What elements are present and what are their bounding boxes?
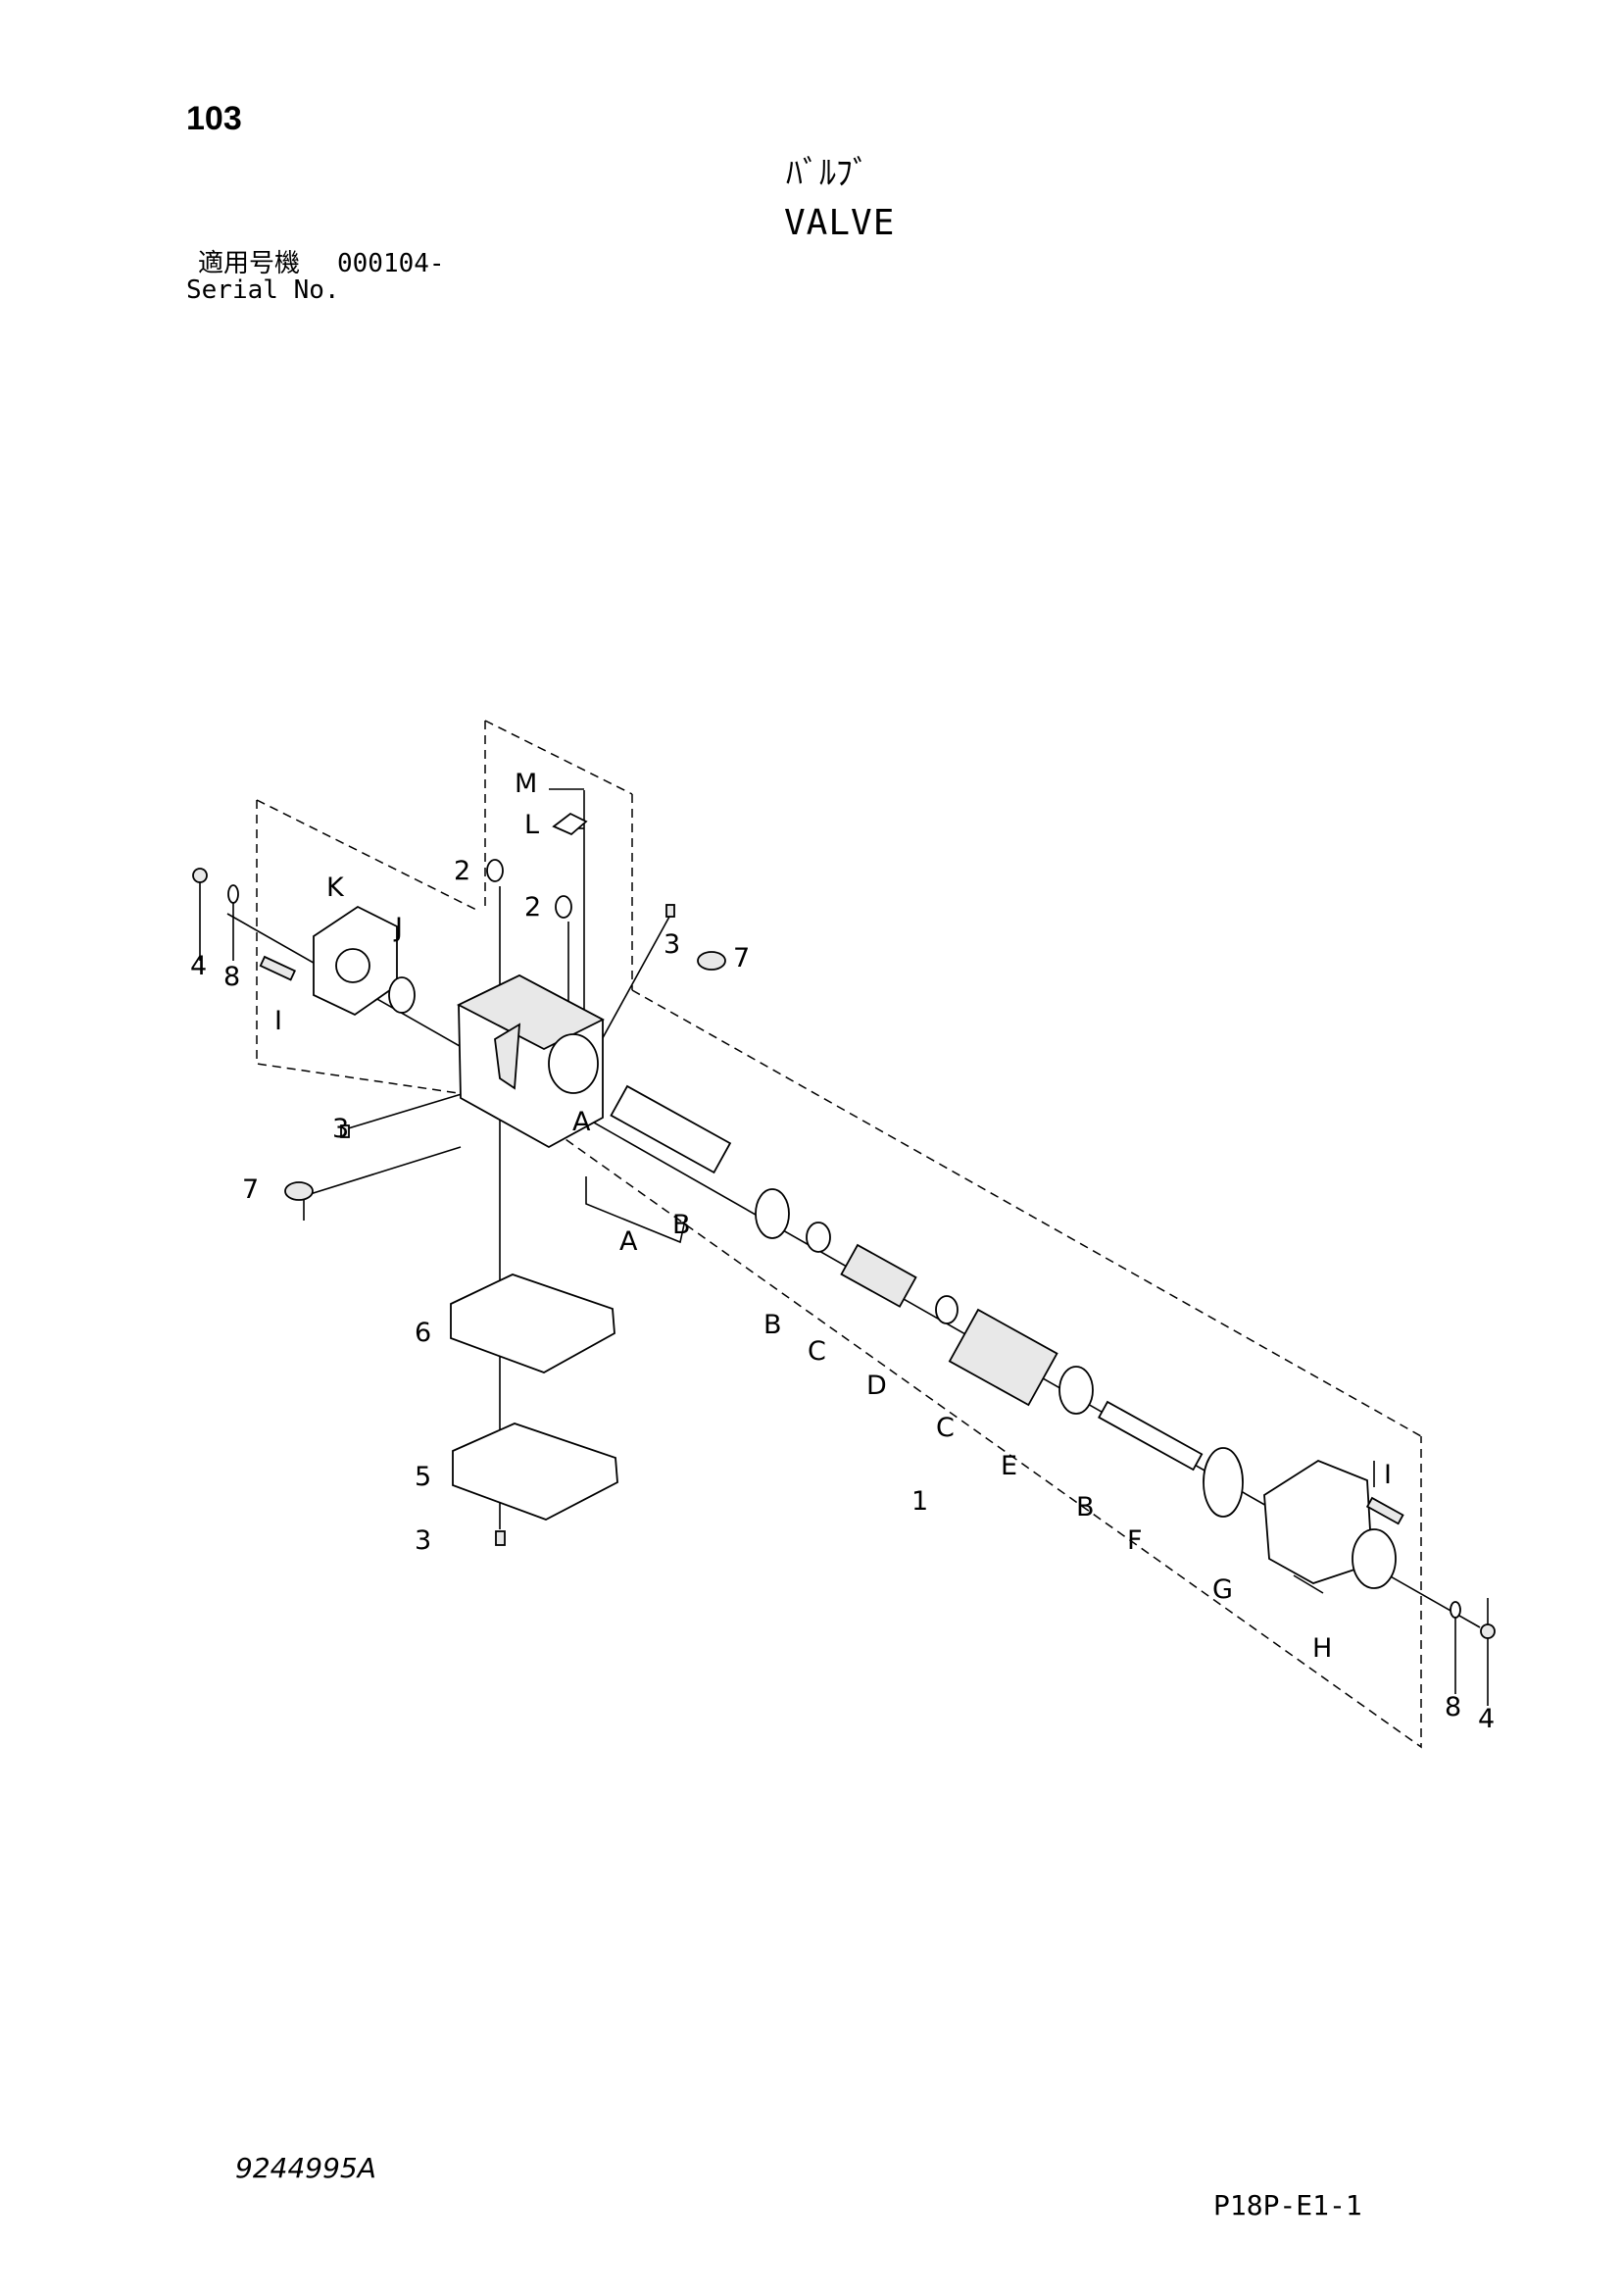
callout-5: 5 — [415, 1462, 431, 1492]
callout-6: 6 — [415, 1318, 431, 1348]
spool — [610, 1084, 732, 1174]
serial-label-english: Serial No. — [186, 275, 340, 305]
callout-3-c: 3 — [415, 1525, 431, 1556]
assembly-boundary — [256, 720, 1422, 1749]
title-japanese: ﾊﾞﾙﾌﾞ — [786, 154, 869, 193]
callout-3-b: 3 — [332, 1114, 349, 1144]
screw-part-f — [1098, 1400, 1204, 1472]
part-callouts: M L K J I 2 2 3 7 3 7 4 8 A A B B C D C … — [190, 769, 1495, 1734]
page-code: P18P-E1-1 — [1213, 2189, 1362, 2221]
o-ring-part-8-right — [1450, 1601, 1461, 1619]
callout-i-left: I — [274, 1006, 282, 1036]
callout-4-right: 4 — [1478, 1704, 1495, 1734]
callout-f: F — [1127, 1525, 1143, 1556]
callout-2-b: 2 — [524, 892, 541, 923]
callout-7-b: 7 — [242, 1174, 259, 1205]
callout-d: D — [866, 1371, 887, 1401]
callout-i-right: I — [1384, 1460, 1392, 1490]
page-number: 103 — [186, 100, 242, 137]
washer-part-c-1 — [806, 1222, 831, 1253]
o-ring-part-8-left — [227, 884, 239, 904]
serial-range: 000104- — [337, 249, 445, 278]
callout-k: K — [326, 873, 345, 903]
cap-part-7-b — [284, 1181, 314, 1201]
callout-7-a: 7 — [733, 943, 750, 973]
title-english: VALVE — [784, 203, 896, 243]
washer-part-c-2 — [935, 1295, 959, 1324]
spring-part-d — [840, 1243, 917, 1308]
seat-part-b-1 — [755, 1188, 790, 1239]
drawing-number: 9244995A — [235, 2152, 376, 2184]
callout-e: E — [1001, 1451, 1017, 1481]
callout-j: J — [393, 913, 403, 943]
valve-body-port — [548, 1033, 599, 1094]
eye-bolt-part-2-b — [555, 895, 572, 919]
callout-m: M — [515, 769, 537, 799]
gasket-part-5 — [452, 1423, 618, 1521]
callout-h: H — [1312, 1633, 1332, 1664]
callout-c-2: C — [936, 1413, 955, 1443]
cap-end — [1352, 1528, 1397, 1589]
callout-c-1: C — [808, 1336, 826, 1367]
plug-part-3-b — [340, 1124, 350, 1138]
callout-3-a: 3 — [664, 929, 680, 960]
filter-part-l — [552, 812, 588, 836]
plug-part-4-left — [192, 868, 208, 883]
plug-part-3-a — [665, 904, 675, 918]
gasket-part-6 — [450, 1273, 615, 1373]
callout-b-2: B — [763, 1310, 782, 1340]
callout-g: G — [1212, 1574, 1233, 1605]
callout-1: 1 — [911, 1486, 928, 1517]
bolt-part-i-left — [259, 955, 297, 981]
callout-a-2: A — [619, 1226, 638, 1257]
plug-part-4-right — [1480, 1623, 1496, 1639]
eye-bolt-part-2-a — [486, 859, 504, 882]
bolt-part-i-right — [1365, 1496, 1404, 1525]
spring-part-e — [948, 1308, 1058, 1407]
cap-part-7-a — [697, 951, 726, 971]
valve-body-slot — [494, 1023, 521, 1090]
o-ring-part-g — [1203, 1447, 1244, 1518]
o-ring-part-j — [388, 976, 416, 1014]
callout-2-a: 2 — [454, 856, 470, 886]
callout-l: L — [524, 810, 539, 840]
serial-label-japanese: 適用号機 — [198, 249, 301, 278]
plug-part-3-c — [495, 1530, 506, 1546]
callout-a-1: A — [572, 1107, 591, 1137]
callout-8-left: 8 — [223, 962, 240, 992]
callout-b-1: B — [672, 1210, 691, 1240]
seat-part-b-2 — [1058, 1366, 1094, 1415]
callout-4-left: 4 — [190, 951, 207, 981]
cover-bore — [335, 948, 370, 983]
callout-b-3: B — [1076, 1492, 1095, 1522]
callout-8-right: 8 — [1445, 1692, 1461, 1722]
valve-parts — [192, 812, 1496, 1639]
